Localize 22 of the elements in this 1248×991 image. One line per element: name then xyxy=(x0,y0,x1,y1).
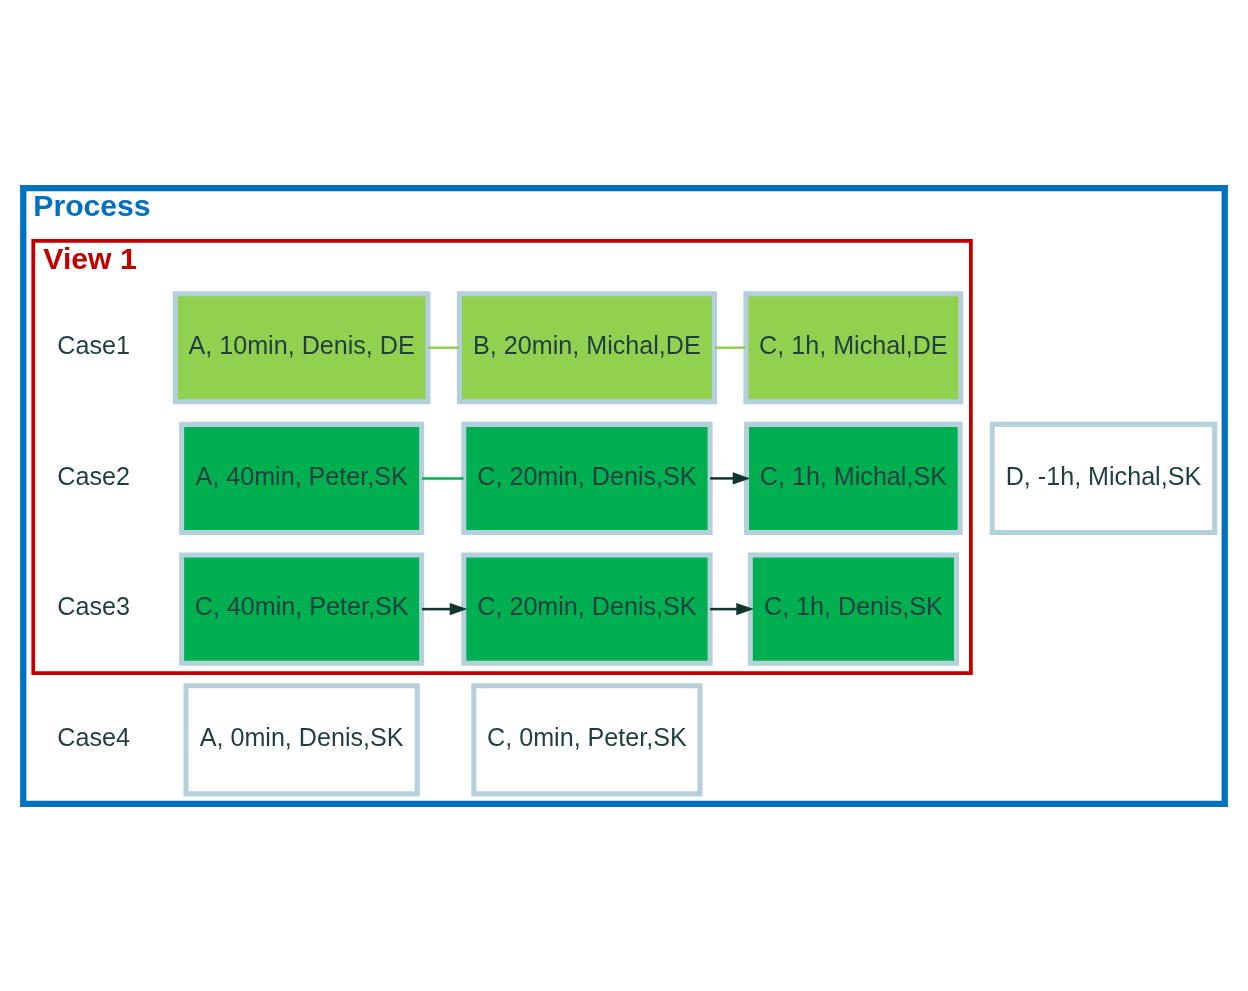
node-box: C, 1h, Denis,SK xyxy=(747,552,959,666)
node-box: D, -1h, Michal,SK xyxy=(989,421,1218,535)
arrow xyxy=(710,471,751,485)
connector xyxy=(428,345,460,349)
node-box: C, 20min, Denis,SK xyxy=(461,421,713,535)
label: Case1 xyxy=(57,330,130,359)
arrow xyxy=(422,602,468,615)
node-box: C, 0min, Peter,SK xyxy=(471,682,703,796)
label: Case3 xyxy=(57,591,130,620)
arrow xyxy=(710,602,754,615)
node-box: B, 20min, Michal,DE xyxy=(456,290,717,404)
node-box: C, 20min, Denis,SK xyxy=(461,552,713,666)
node-box: C, 40min, Peter,SK xyxy=(179,552,425,666)
node-box: A, 40min, Peter,SK xyxy=(179,421,425,535)
node-box: A, 10min, Denis, DE xyxy=(172,290,431,404)
connector xyxy=(422,476,464,480)
label: Case2 xyxy=(57,461,130,490)
node-box: C, 1h, Michal,DE xyxy=(743,290,964,404)
node-box: A, 0min, Denis,SK xyxy=(183,682,420,796)
node-box: C, 1h, Michal,SK xyxy=(744,421,963,535)
label: Case4 xyxy=(57,722,130,751)
connector xyxy=(714,345,746,349)
